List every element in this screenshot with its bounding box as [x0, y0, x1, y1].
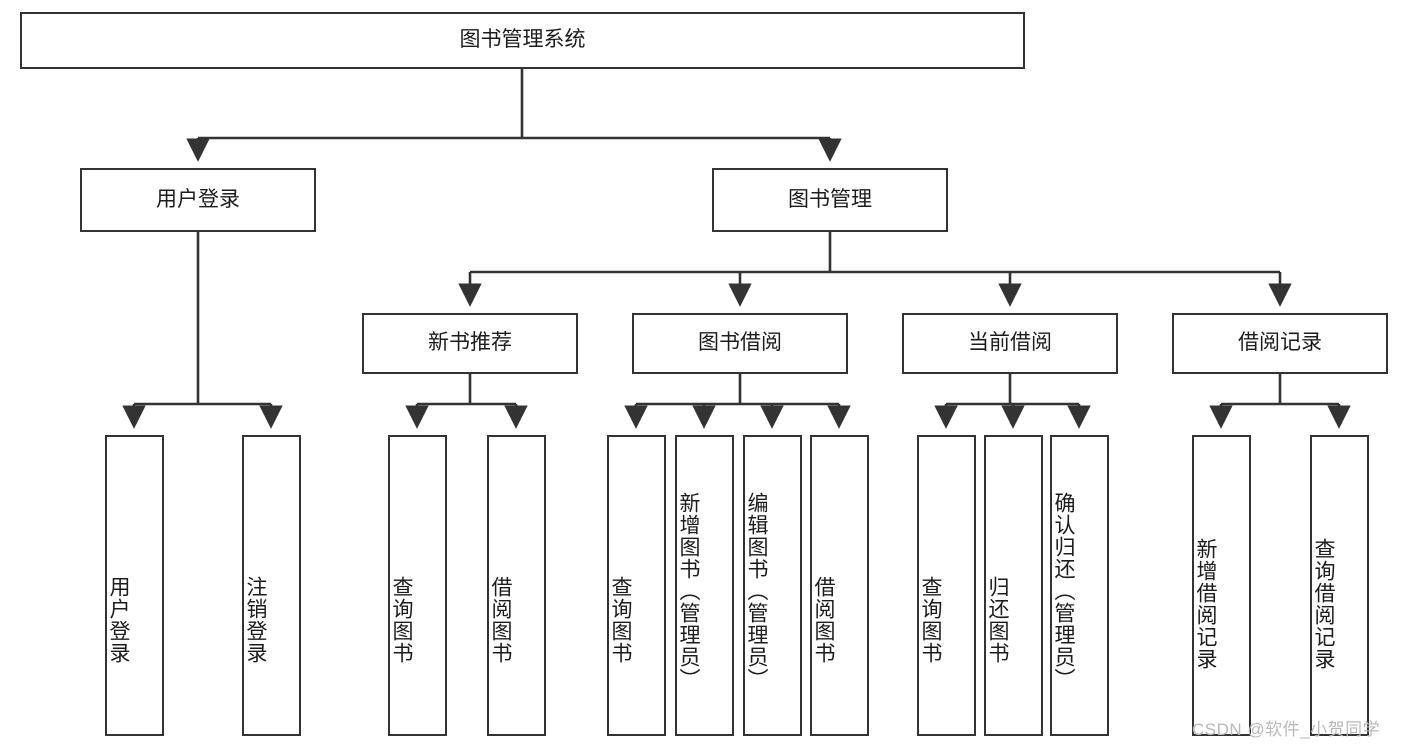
node-user-login[interactable]: 用户登录: [80, 168, 316, 232]
node-book-manage-label: 图书管理: [788, 187, 872, 211]
node-leaf-query-book-2-label: 查询图书: [609, 575, 633, 664]
node-leaf-query-record[interactable]: 查询借阅记录: [1310, 435, 1369, 736]
node-leaf-edit-book-label: 编辑图书（管理员）: [745, 491, 769, 690]
node-leaf-query-book-1-label: 查询图书: [390, 575, 414, 664]
node-user-login-label: 用户登录: [156, 187, 240, 211]
node-new-book-recommend-label: 新书推荐: [428, 331, 512, 355]
node-book-manage[interactable]: 图书管理: [712, 168, 948, 232]
node-leaf-return-book-label: 归还图书: [986, 575, 1010, 664]
node-leaf-add-book-label: 新增图书（管理员）: [677, 491, 701, 690]
csdn-watermark: CSDN @软件_小贺同学: [1192, 720, 1381, 739]
node-leaf-user-login[interactable]: 用户登录: [105, 435, 164, 736]
node-root-label: 图书管理系统: [459, 28, 586, 52]
node-leaf-add-book[interactable]: 新增图书（管理员）: [675, 435, 734, 736]
node-leaf-borrow-book-1[interactable]: 借阅图书: [487, 435, 546, 736]
node-leaf-return-book[interactable]: 归还图书: [984, 435, 1043, 736]
node-leaf-logout-label: 注销登录: [244, 575, 268, 664]
node-new-book-recommend[interactable]: 新书推荐: [362, 313, 578, 374]
node-leaf-user-login-label: 用户登录: [107, 575, 131, 664]
node-current-borrow-label: 当前借阅: [968, 331, 1052, 355]
node-leaf-query-book-1[interactable]: 查询图书: [388, 435, 447, 736]
node-book-borrow-label: 图书借阅: [698, 331, 782, 355]
node-leaf-confirm-return-label: 确认归还（管理员）: [1052, 491, 1076, 690]
node-leaf-logout[interactable]: 注销登录: [242, 435, 301, 736]
node-leaf-add-record[interactable]: 新增借阅记录: [1192, 435, 1251, 736]
node-leaf-query-book-3[interactable]: 查询图书: [917, 435, 976, 736]
node-borrow-record[interactable]: 借阅记录: [1172, 313, 1388, 374]
node-borrow-record-label: 借阅记录: [1238, 331, 1322, 355]
node-leaf-confirm-return[interactable]: 确认归还（管理员）: [1050, 435, 1109, 736]
node-current-borrow[interactable]: 当前借阅: [902, 313, 1118, 374]
node-leaf-borrow-book-2[interactable]: 借阅图书: [810, 435, 869, 736]
node-leaf-edit-book[interactable]: 编辑图书（管理员）: [743, 435, 802, 736]
node-leaf-add-record-label: 新增借阅记录: [1194, 537, 1218, 670]
node-leaf-borrow-book-2-label: 借阅图书: [812, 575, 836, 664]
node-book-borrow[interactable]: 图书借阅: [632, 313, 848, 374]
node-root[interactable]: 图书管理系统: [20, 12, 1025, 69]
node-leaf-borrow-book-1-label: 借阅图书: [489, 575, 513, 664]
node-leaf-query-book-2[interactable]: 查询图书: [607, 435, 666, 736]
node-leaf-query-record-label: 查询借阅记录: [1312, 537, 1336, 670]
node-leaf-query-book-3-label: 查询图书: [919, 575, 943, 664]
